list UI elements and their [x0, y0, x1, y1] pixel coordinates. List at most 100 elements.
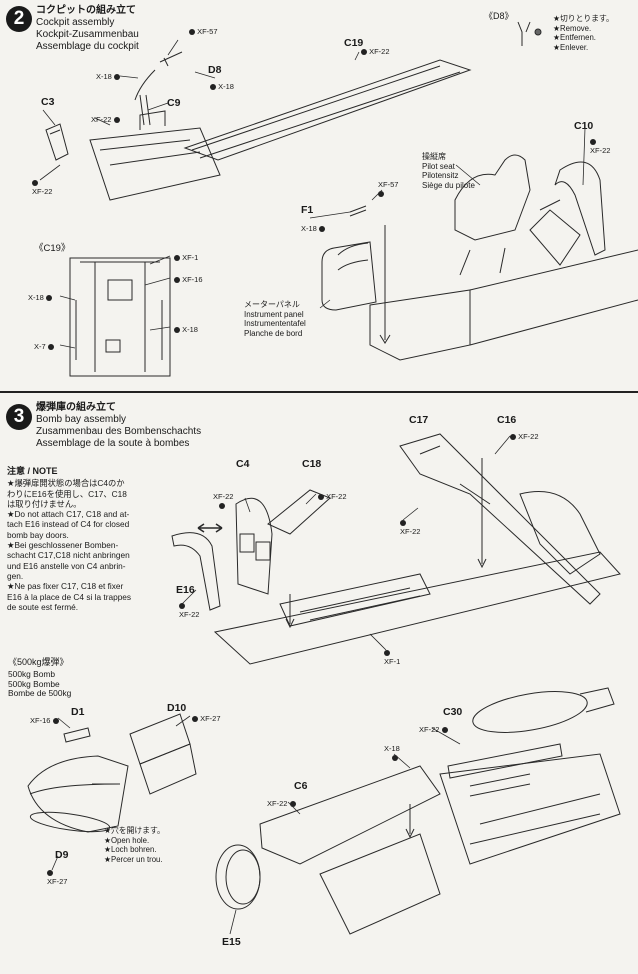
note-title: 注意 / NOTE: [7, 466, 58, 476]
paint-xf57-label: XF-57: [189, 27, 218, 36]
paint-xf1-label: XF-1: [174, 253, 198, 262]
paint-xf22-label: XF-22: [213, 492, 233, 510]
part-f1-label: F1: [301, 204, 314, 216]
paint-xf22-label: XF-22: [32, 178, 52, 196]
paint-x18-label: X-18: [174, 325, 198, 334]
part-e15-label: E15: [222, 936, 241, 948]
paint-dot-icon: [174, 255, 180, 262]
seat-fr: Siège du pilote: [422, 180, 475, 190]
remove-jp: ★切りとります。: [553, 14, 614, 23]
part-d8-label: D8: [208, 64, 222, 76]
note-line: schacht C17,C18 nicht anbringen: [7, 550, 130, 561]
bomb-fr: Bombe de 500kg: [8, 688, 72, 699]
bomb-header: 《500kg爆弾》: [8, 657, 69, 667]
step-2-cockpit-assembly: 2 コクピットの組み立て Cockpit assembly Kockpit-Zu…: [0, 0, 638, 393]
note-line: de soute est fermé.: [7, 601, 79, 612]
paint-dot-icon: [392, 755, 399, 762]
title-de: Kockpit-Zusammenbau: [36, 29, 139, 40]
part-c10-label: C10: [574, 120, 594, 132]
paint-x18-label: X-18: [210, 82, 234, 91]
paint-dot-icon: [47, 344, 54, 351]
bomb-bay-line-art: [0, 394, 638, 974]
paint-xf16-label: XF-16: [174, 275, 203, 284]
note-line: わりにE16を使用し、C17、C18: [7, 488, 127, 499]
hole-en: ★Open hole.: [104, 835, 150, 845]
note-line: bomb bay doors.: [7, 529, 69, 540]
note-line: tach E16 instead of C4 for closed: [7, 519, 130, 530]
part-c4-label: C4: [236, 458, 250, 470]
paint-dot-icon: [219, 503, 226, 510]
title-fr: Assemblage de la soute à bombes: [36, 438, 190, 449]
paint-dot-icon: [441, 727, 448, 734]
paint-dot-icon: [174, 327, 180, 334]
paint-dot-icon: [45, 295, 52, 302]
step-3-bomb-bay-assembly: 3 爆弾庫の組み立て Bomb bay assembly Zusammenbau…: [0, 394, 638, 974]
panel-jp: メーターパネル: [244, 300, 300, 309]
paint-x18-label: X-18: [301, 224, 325, 233]
paint-dot-icon: [318, 226, 325, 233]
remove-fr: ★Enlever.: [553, 42, 589, 52]
paint-dot-icon: [179, 603, 185, 610]
paint-dot-icon: [590, 139, 596, 146]
paint-xf22-label: XF-22: [419, 725, 448, 734]
paint-xf57-label: XF-57: [378, 180, 398, 198]
remove-en: ★Remove.: [553, 23, 592, 33]
bomb-de: 500kg Bombe: [8, 678, 60, 689]
paint-dot-icon: [289, 801, 296, 808]
paint-dot-icon: [113, 74, 120, 81]
seat-jp: 操縦席: [422, 152, 446, 161]
title-jp: コクピットの組み立て: [36, 5, 136, 16]
bomb-names: 500kg Bomb 500kg Bombe Bombe de 500kg: [8, 669, 72, 699]
hole-fr: ★Percer un trou.: [104, 854, 163, 864]
instrument-panel-label: メーターパネル Instrument panel Instrumententaf…: [244, 300, 306, 338]
part-c19-label: C19: [344, 37, 364, 49]
note-line: E16 à la place de C4 si la trappes: [7, 591, 132, 602]
title-en: Cockpit assembly: [36, 17, 115, 28]
note-line: und E16 anstelle von C4 anbrin-: [7, 560, 126, 571]
paint-xf16-label: XF-16: [30, 716, 59, 725]
c19-detail-header: 《C19》: [34, 243, 71, 254]
remove-instruction: ★切りとります。 ★Remove. ★Entfernen. ★Enlever.: [553, 14, 614, 52]
seat-en: Pilot seat: [422, 161, 455, 171]
part-c30-label: C30: [443, 706, 463, 718]
note-line: gen.: [7, 570, 24, 581]
paint-xf27-label: XF-27: [192, 714, 221, 723]
paint-xf1-label: XF-1: [384, 648, 400, 666]
part-d10-label: D10: [167, 702, 187, 714]
paint-xf22-label: XF-22: [590, 137, 610, 155]
title-en: Bomb bay assembly: [36, 414, 127, 425]
note-line: ★爆弾扉開状態の場合はC4のか: [7, 478, 125, 489]
pilot-seat-label: 操縦席 Pilot seat Pilotensitz Siège du pilo…: [422, 152, 475, 190]
paint-x18-label: X-18: [28, 293, 52, 302]
paint-xf22-label: XF-22: [318, 492, 347, 501]
paint-xf22-label: XF-22: [400, 518, 420, 536]
part-c18-label: C18: [302, 458, 322, 470]
remove-de: ★Entfernen.: [553, 33, 596, 42]
step-number: 3: [6, 404, 32, 430]
paint-dot-icon: [52, 718, 59, 725]
part-c17-label: C17: [409, 414, 429, 426]
part-d9-label: D9: [55, 849, 69, 861]
part-c6-label: C6: [294, 780, 308, 792]
paint-dot-icon: [113, 117, 120, 124]
note-line: ★Bei geschlossener Bomben-: [7, 540, 119, 551]
d8-detail-header: 《D8》: [484, 11, 514, 21]
paint-xf22-label: XF-22: [179, 601, 199, 619]
hole-jp: ★穴を開けます。: [104, 826, 165, 835]
paint-x18-label: X-18: [384, 744, 400, 762]
cockpit-line-art: [0, 0, 638, 393]
hole-de: ★Loch bohren.: [104, 845, 157, 855]
paint-xf22-label: XF-22: [91, 115, 120, 124]
part-d1-label: D1: [71, 706, 85, 718]
paint-dot-icon: [192, 716, 198, 723]
paint-dot-icon: [210, 84, 216, 91]
title-de: Zusammenbau des Bombenschachts: [36, 426, 202, 437]
paint-dot-icon: [384, 650, 390, 657]
part-c16-label: C16: [497, 414, 517, 426]
paint-xf27-label: XF-27: [47, 868, 67, 886]
paint-dot-icon: [189, 29, 195, 36]
part-c9-label: C9: [167, 97, 181, 109]
panel-fr: Planche de bord: [244, 328, 303, 338]
paint-xf22-label: XF-22: [510, 432, 539, 441]
